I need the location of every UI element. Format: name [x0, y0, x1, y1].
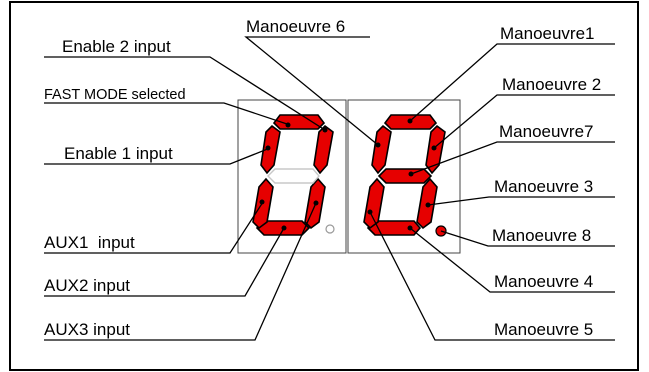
label-manoeuvre-3: Manoeuvre 3 [494, 177, 593, 196]
leader-m6 [244, 36, 379, 146]
label-aux1-input: AUX1 input [44, 233, 135, 252]
leader-enable2-dot [322, 127, 328, 133]
label-manoeuvre-5: Manoeuvre 5 [494, 320, 593, 339]
leader-m5-dot [367, 209, 373, 215]
right-segment-e [363, 177, 385, 230]
leader-aux2-dot [281, 225, 287, 231]
leader-m1-dot [407, 118, 413, 124]
leader-m6-dot [375, 142, 381, 148]
leader-enable1 [44, 147, 271, 165]
leader-aux1-dot [259, 199, 265, 205]
leader-m3-dot [425, 202, 431, 208]
leader-m2 [433, 94, 615, 149]
label-manoeuvre-1: Manoeuvre1 [500, 24, 595, 43]
right-digit [363, 114, 447, 237]
leader-fast-mode [44, 102, 291, 126]
leader-m5 [369, 211, 615, 341]
label-fast-mode-selected: FAST MODE selected [44, 87, 186, 103]
left-leader-lines [44, 56, 328, 341]
leader-fast-mode-dot [285, 122, 291, 128]
leader-aux2 [44, 227, 285, 297]
label-enable1-input: Enable 1 input [64, 144, 173, 163]
label-manoeuvre-7: Manoeuvre7 [499, 122, 594, 141]
leader-m2-dot [431, 145, 437, 151]
leader-m7 [410, 141, 615, 175]
label-manoeuvre-8: Manoeuvre 8 [492, 226, 591, 245]
leader-m3 [427, 196, 615, 206]
leader-m1 [409, 43, 615, 122]
right-segment-f [371, 124, 392, 175]
right-leader-lines [244, 36, 615, 341]
right-segment-g [377, 168, 433, 184]
left-digit [252, 114, 335, 236]
label-aux2-input: AUX2 input [44, 276, 130, 295]
label-enable2-input: Enable 2 input [62, 37, 171, 56]
left-segment-b [313, 124, 334, 175]
leader-m7-dot [408, 171, 414, 177]
label-manoeuvre-2: Manoeuvre 2 [502, 75, 601, 94]
leader-aux1 [44, 201, 264, 254]
left-segment-g [267, 168, 320, 184]
leader-aux3 [44, 202, 317, 341]
left-decimal-point [325, 224, 335, 234]
leader-m4 [409, 227, 615, 293]
leader-m4-dot [407, 225, 413, 231]
leader-m8 [440, 230, 615, 247]
label-manoeuvre-4: Manoeuvre 4 [494, 272, 593, 291]
digit-housing-left [237, 99, 347, 254]
outer-frame [9, 1, 639, 371]
left-segment-f [260, 124, 281, 175]
label-aux3-input: AUX3 input [44, 320, 130, 339]
label-manoeuvre-6: Manoeuvre 6 [246, 17, 345, 36]
leader-enable2 [44, 56, 326, 131]
digit-housing-right [347, 99, 461, 254]
leader-enable1-dot [265, 145, 271, 151]
leader-aux3-dot [313, 200, 319, 206]
